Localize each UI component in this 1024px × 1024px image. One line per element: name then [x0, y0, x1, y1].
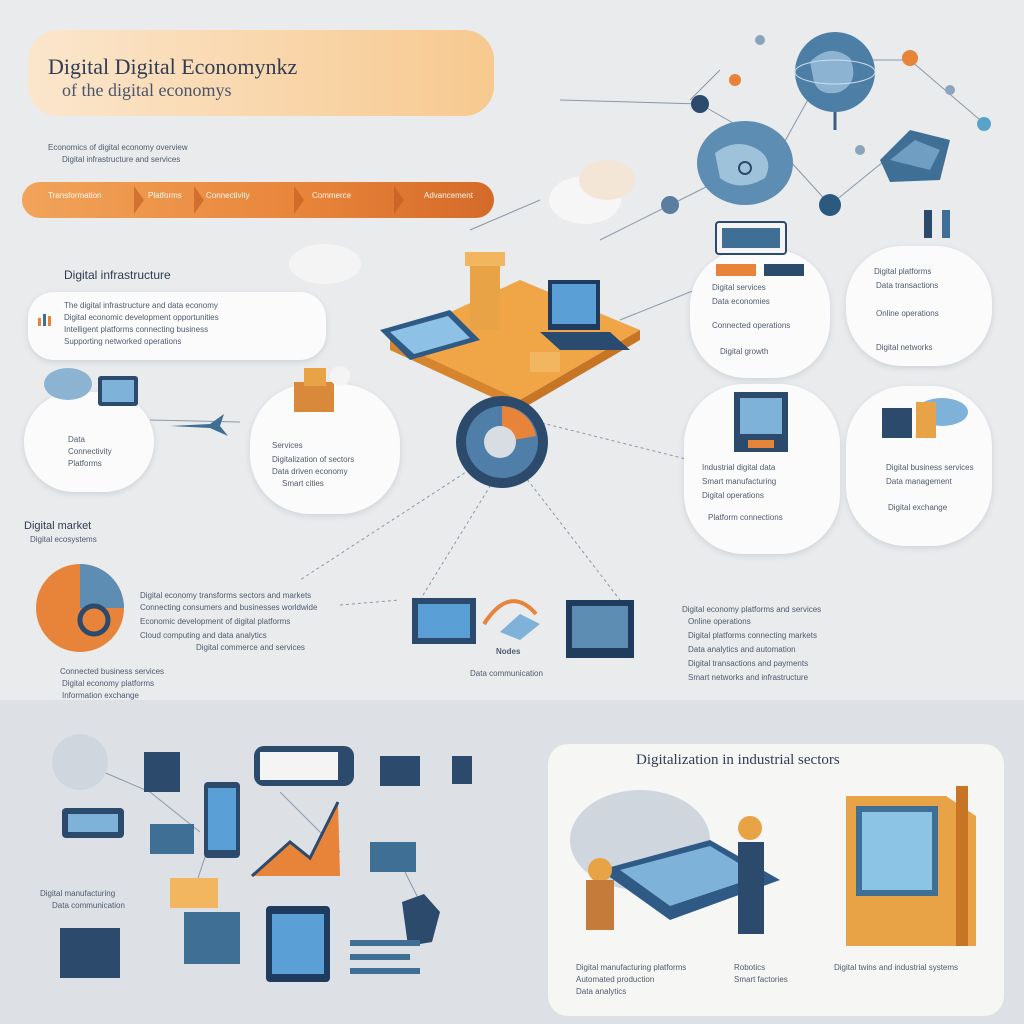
right-text: Online operations — [688, 617, 751, 626]
card-text: Intelligent platforms connecting busines… — [64, 325, 209, 334]
monitor-icon — [734, 392, 788, 452]
cloud-data-icon — [880, 130, 950, 182]
devices-network-illustration — [52, 734, 472, 982]
card-text: Connectivity — [68, 447, 112, 456]
world-map-icon — [697, 121, 793, 205]
step-2: Platforms — [148, 191, 182, 200]
page-title: Digital Digital Economynkz — [48, 54, 298, 79]
page-subtitle: of the digital economys — [62, 80, 232, 100]
globe-icon — [794, 32, 876, 130]
factory-icon — [882, 398, 968, 438]
panel-caption: Digital twins and industrial systems — [834, 963, 959, 972]
connected-screens-illustration — [412, 598, 634, 658]
section-title-market: Digital market — [24, 520, 92, 532]
panel-caption: Digital manufacturing platforms — [576, 963, 687, 972]
step-separator — [194, 186, 204, 214]
laptop-icon — [715, 221, 804, 276]
center-label: Nodes — [496, 647, 521, 656]
business-text: Connected business services — [60, 667, 165, 676]
intro-text-2: Digital infrastructure and services — [62, 155, 181, 164]
right-text: Digital transactions and payments — [688, 659, 809, 668]
cloud-icon — [289, 244, 361, 284]
central-platform-illustration — [380, 252, 640, 410]
industrial-panel-title: Digitalization in industrial sectors — [636, 752, 840, 768]
card-text: Data driven economy — [272, 467, 348, 476]
info-card: Digital services Data economies Connecte… — [690, 250, 830, 378]
business-text: Digital economy platforms — [62, 679, 155, 688]
market-text: Connecting consumers and businesses worl… — [140, 603, 318, 612]
card-text: The digital infrastructure and data econ… — [64, 301, 218, 310]
card-text: Digital growth — [720, 347, 769, 356]
bottom-left-text: Digital manufacturing — [40, 889, 116, 898]
plane-icon — [170, 414, 228, 436]
card-text: Digital services — [712, 283, 766, 292]
card-text: Smart manufacturing — [702, 477, 777, 486]
robot-icon — [294, 366, 350, 412]
center-sublabel: Data communication — [470, 669, 543, 678]
step-separator — [394, 186, 404, 214]
card-text: Industrial digital data — [702, 463, 776, 472]
bar-chart-icon — [38, 314, 51, 326]
data-hub-icon — [456, 396, 548, 488]
card-text: Digital platforms — [874, 267, 932, 276]
section-title-infrastructure: Digital infrastructure — [64, 268, 171, 282]
panel-caption: Data analytics — [576, 987, 627, 996]
card-text: Platforms — [68, 459, 102, 468]
card-text: Digital exchange — [888, 503, 948, 512]
section-subtitle-market: Digital ecosystems — [30, 535, 97, 544]
factory-workers-illustration — [570, 790, 780, 934]
card-text: Supporting networked operations — [64, 337, 182, 346]
card-text: Connected operations — [712, 321, 791, 330]
card-text: Digital operations — [702, 491, 764, 500]
cloud-icon — [549, 160, 635, 224]
step-3: Connectivity — [206, 191, 250, 200]
card-text: Services — [272, 441, 303, 450]
panel-caption: Smart factories — [734, 975, 788, 984]
right-text: Data analytics and automation — [688, 645, 796, 654]
card-text: Data transactions — [876, 281, 939, 290]
market-text: Cloud computing and data analytics — [140, 631, 267, 640]
step-4: Commerce — [312, 191, 352, 200]
card-text: Data — [68, 435, 85, 444]
process-steps-bar: Transformation Platforms Connectivity Co… — [22, 182, 494, 218]
market-text: Digital economy transforms sectors and m… — [140, 591, 312, 600]
card-text: Online operations — [876, 309, 939, 318]
market-text: Economic development of digital platform… — [140, 617, 291, 626]
intro-text-1: Economics of digital economy overview — [48, 143, 188, 152]
server-cabinet-illustration — [846, 786, 976, 946]
card-text: Platform connections — [708, 513, 783, 522]
devices-icon — [44, 368, 138, 406]
card-text: Smart cities — [282, 479, 324, 488]
panel-caption: Automated production — [576, 975, 655, 984]
info-card: Digital platforms Data transactions Onli… — [846, 246, 992, 366]
right-text: Digital platforms connecting markets — [688, 631, 817, 640]
market-text: Digital commerce and services — [196, 643, 305, 652]
card-text: Digital networks — [876, 343, 933, 352]
card-text: Digital economic development opportuniti… — [64, 313, 219, 322]
business-text: Information exchange — [62, 691, 139, 700]
card-text: Digitalization of sectors — [272, 455, 355, 464]
card-text: Digital business services — [886, 463, 974, 472]
right-text: Digital economy platforms and services — [682, 605, 822, 614]
right-text: Smart networks and infrastructure — [688, 673, 809, 682]
people-icon — [924, 210, 950, 238]
step-1: Transformation — [48, 191, 102, 200]
panel-caption: Robotics — [734, 963, 766, 972]
step-separator — [294, 186, 304, 214]
gauge-icon — [36, 564, 124, 652]
step-5: Advancement — [424, 191, 473, 200]
bottom-left-text: Data communication — [52, 901, 125, 910]
info-card: The digital infrastructure and data econ… — [28, 292, 326, 360]
card-text: Data economies — [712, 297, 770, 306]
header-banner — [28, 30, 494, 116]
card-text: Data management — [886, 477, 952, 486]
step-separator — [134, 186, 144, 214]
info-card: Data Connectivity Platforms — [24, 392, 154, 492]
